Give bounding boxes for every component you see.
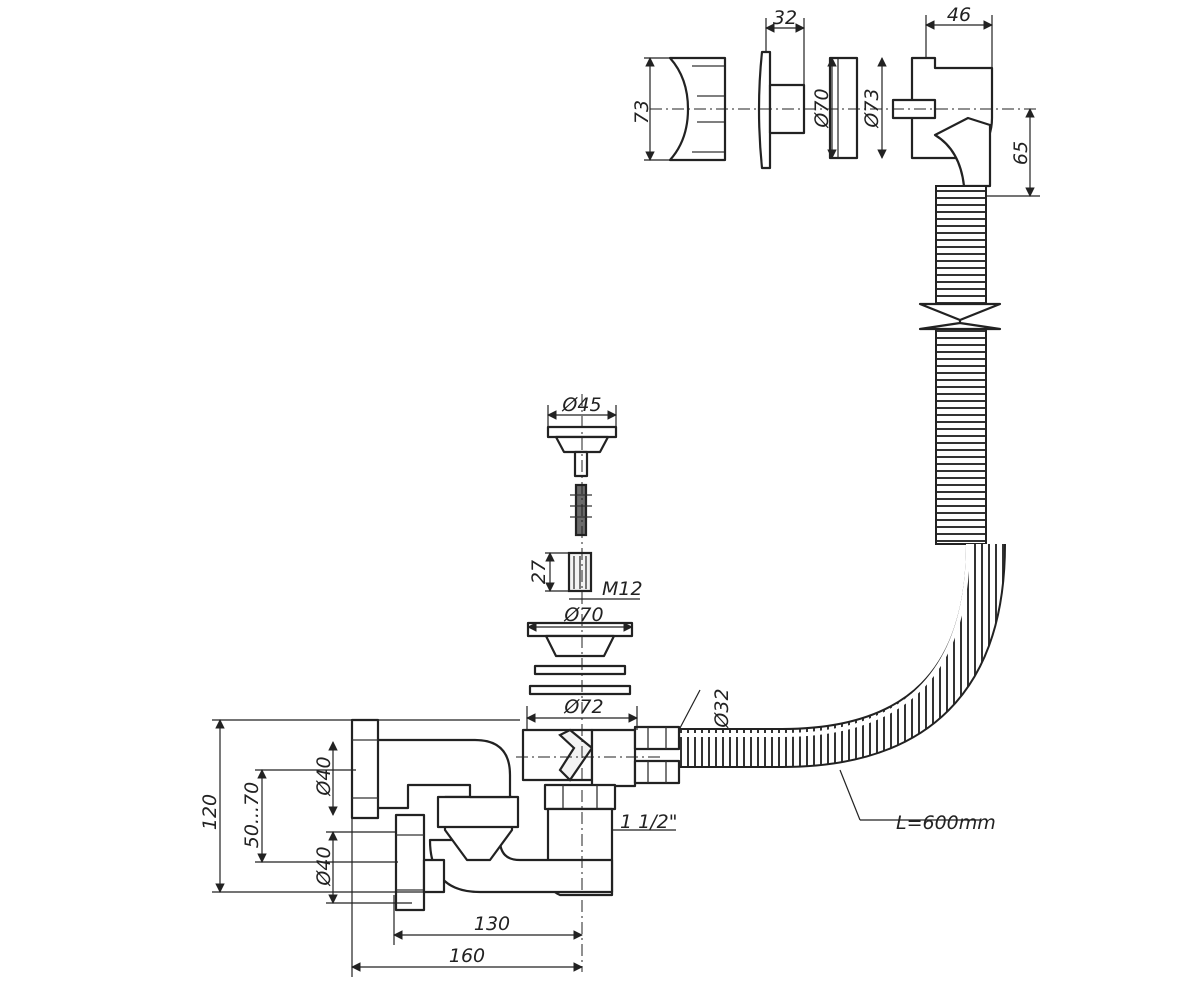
- siphon-assembly: [350, 718, 681, 912]
- label-upper-o40: Ø40: [313, 756, 335, 796]
- trap-top-nut: [436, 795, 520, 829]
- upper-outlet-elbow: [373, 738, 512, 810]
- label-o73: Ø73: [861, 88, 883, 128]
- drain-plug-stem: [573, 450, 589, 478]
- label-130: 130: [474, 913, 510, 935]
- drain-grate-cup: [544, 634, 616, 658]
- hose-highlight: [680, 543, 970, 737]
- overflow-rosette: [757, 50, 772, 170]
- label-120: 120: [199, 794, 221, 830]
- upper-outlet-nut: [350, 718, 380, 820]
- dim-leader-hose-length: [839, 769, 861, 821]
- overflow-elbow: [933, 116, 992, 188]
- hose-nut-lower: [633, 759, 681, 785]
- lower-outlet-spigot: [422, 858, 446, 894]
- label-o70-overflow: Ø70: [811, 88, 833, 128]
- dimension-labels: 73 32 Ø70 Ø73 46 65 Ø45 27 M12 Ø70 Ø72 Ø…: [199, 4, 1032, 967]
- label-32: 32: [773, 7, 797, 29]
- overflow-assembly: [668, 50, 1002, 545]
- overflow-hose-upper: [935, 185, 987, 305]
- label-o45: Ø45: [561, 394, 601, 416]
- label-27: 27: [528, 560, 550, 584]
- hose-break-mark: [918, 302, 1002, 331]
- hose-curve-ribs: [680, 543, 1004, 766]
- lower-outlet-nut: [394, 813, 426, 912]
- hose-nut-upper: [633, 725, 681, 751]
- label-73: 73: [631, 100, 653, 124]
- label-o70-drain: Ø70: [563, 604, 603, 626]
- label-160: 160: [449, 945, 485, 967]
- label-lower-o40: Ø40: [313, 846, 335, 886]
- label-m12: M12: [602, 578, 643, 600]
- overflow-hose-lower: [935, 328, 987, 545]
- overflow-gasket: [828, 56, 859, 160]
- drain-union-nut: [543, 783, 617, 811]
- label-65: 65: [1010, 141, 1032, 165]
- label-outlet-thread: 1 1/2": [620, 811, 677, 833]
- dim-leader-o32: [679, 689, 701, 729]
- label-adjust-range: 50...70: [241, 782, 263, 848]
- label-o32: Ø32: [711, 688, 733, 728]
- label-hose-length: L=600mm: [896, 812, 996, 834]
- connecting-hose: [680, 543, 1006, 768]
- dimension-lines: [212, 15, 1040, 977]
- drain-gasket-upper: [533, 664, 627, 676]
- drain-screw: [574, 483, 588, 537]
- drain-hose-adapter: [590, 728, 637, 788]
- label-46: 46: [947, 4, 971, 26]
- label-o72: Ø72: [563, 696, 603, 718]
- drain-gasket-lower: [528, 684, 632, 696]
- center-axes: [516, 108, 1040, 972]
